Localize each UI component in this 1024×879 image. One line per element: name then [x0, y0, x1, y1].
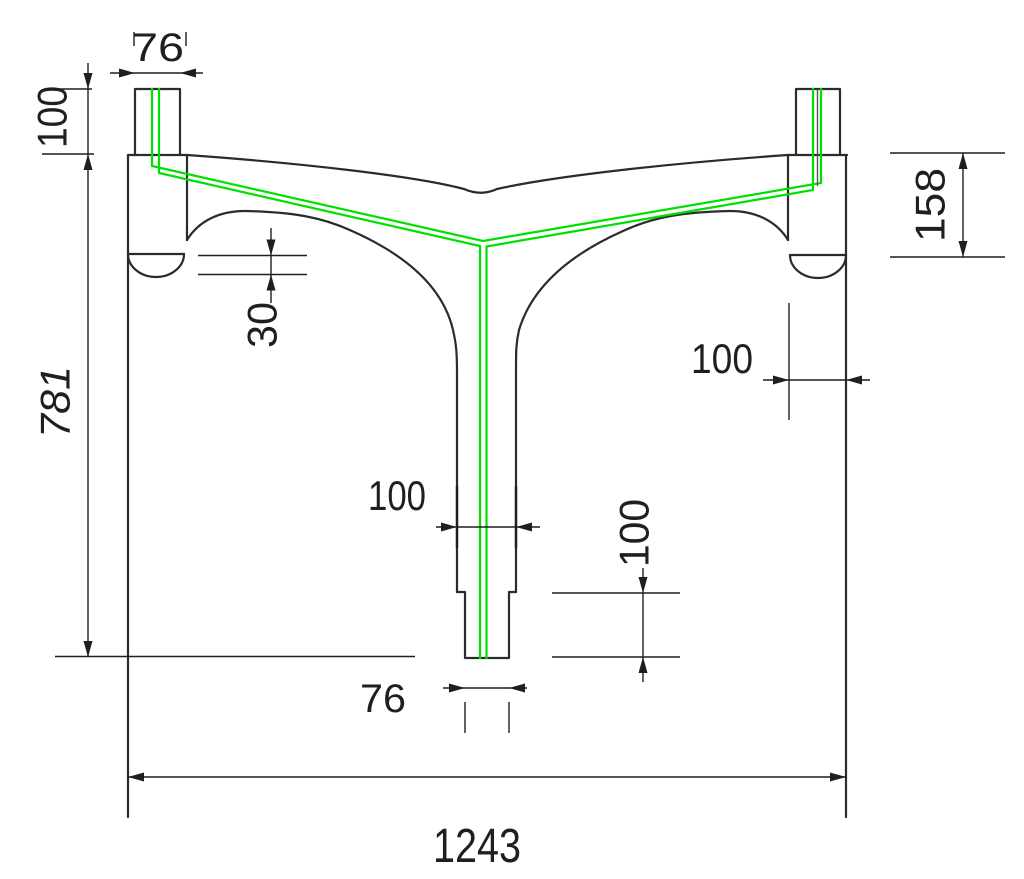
dim-notch-depth: 30 [198, 228, 307, 348]
dim-stem-width: 100 [368, 472, 540, 548]
dim-overall-height-label: 781 [32, 366, 79, 438]
dim-tip-height: 100 [552, 499, 680, 682]
tendon-upper-line [150, 87, 823, 243]
dim-tip-width: 76 [360, 677, 527, 733]
dim-notch-depth-label: 30 [239, 302, 286, 348]
left-inner-curve [185, 209, 459, 594]
dim-right-block-height: 158 [890, 152, 1005, 258]
tendon-left-lower-line [157, 87, 482, 660]
dim-left-vertical: 100 781 [29, 63, 94, 657]
tendon-right-lower-line [485, 87, 815, 660]
left-post [133, 87, 182, 156]
left-block-round [126, 252, 186, 279]
right-block-round [788, 253, 848, 280]
dim-overall-width-label: 1243 [433, 820, 521, 873]
dim-top-post-width: 76 [110, 26, 203, 78]
dim-right-block-height-label: 158 [907, 168, 954, 242]
dim-tip-width-label: 76 [360, 677, 406, 721]
arrow-left [119, 68, 135, 78]
arrow-right [180, 68, 196, 78]
tendon-lines [150, 87, 823, 660]
dim-tip-height-label: 100 [611, 499, 658, 567]
dim-overall-width: 1243 [128, 772, 846, 873]
dim-right-block-width-label: 100 [691, 335, 753, 382]
top-edge [126, 153, 849, 194]
dim-stem-width-label: 100 [368, 472, 426, 519]
dim-right-block-width: 100 [691, 303, 870, 420]
dimensions: 76 100 781 30 100 [29, 26, 1005, 873]
dim-left-post-height-label: 100 [29, 86, 76, 148]
right-inner-curve [514, 209, 790, 594]
dim-top-post-width-label: 76 [132, 26, 184, 70]
